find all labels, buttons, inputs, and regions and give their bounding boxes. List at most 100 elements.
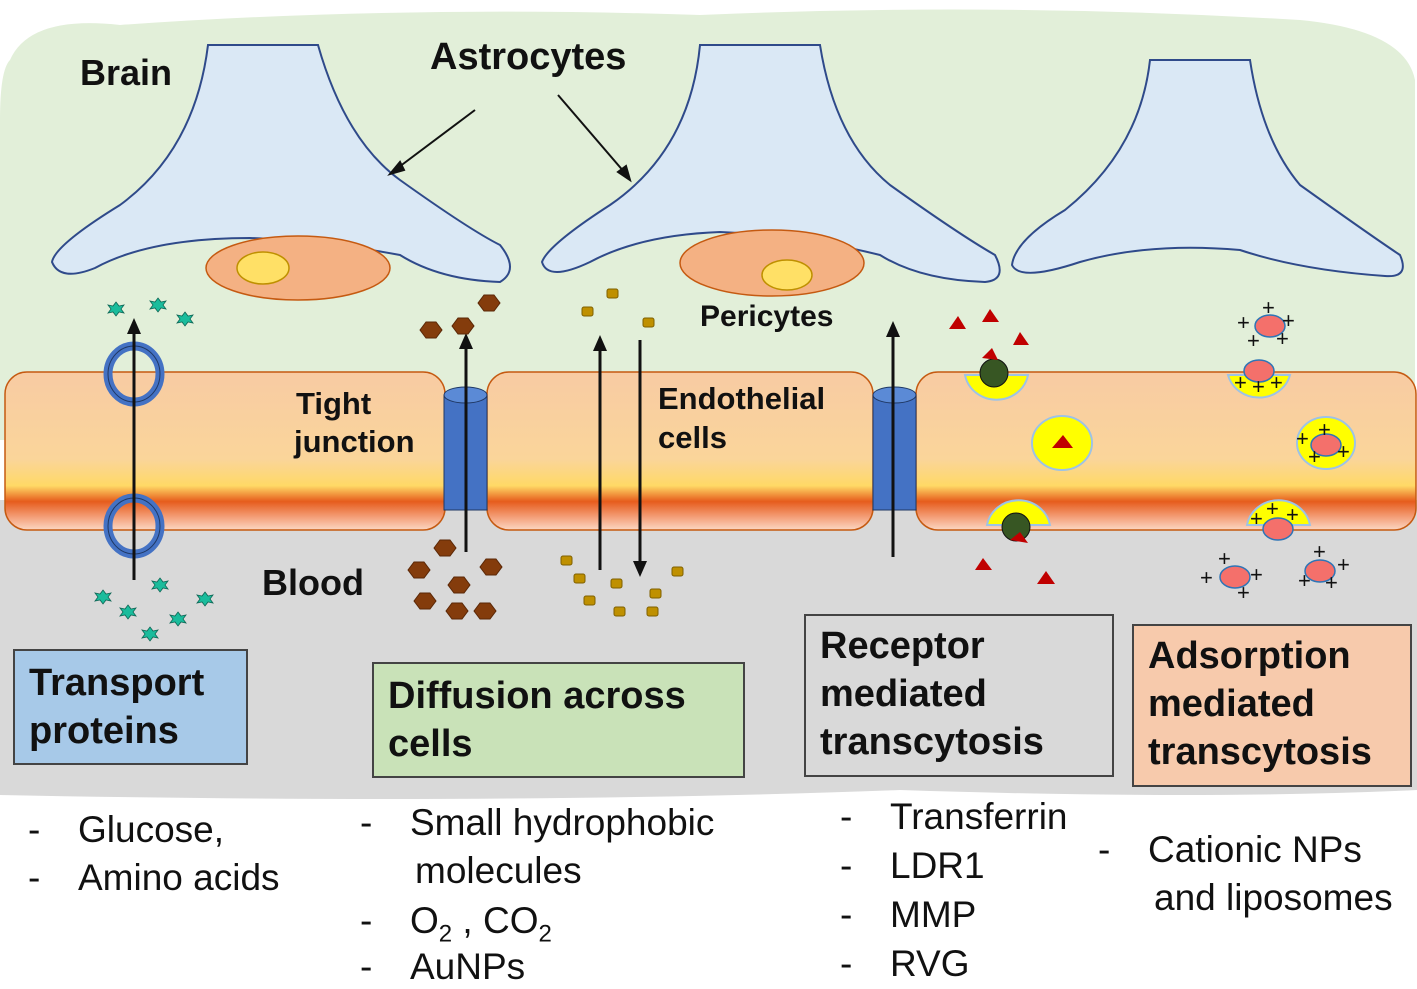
- example-item: - LDR1: [840, 842, 1100, 892]
- example-item: - MMP: [840, 891, 1100, 941]
- svg-text:+: +: [1237, 310, 1250, 335]
- bullet-dash: -: [360, 946, 373, 984]
- svg-text:+: +: [1200, 565, 1213, 590]
- svg-text:+: +: [1296, 426, 1309, 451]
- mechanism-title-line1: Diffusion across: [388, 675, 686, 717]
- svg-text:+: +: [1270, 370, 1283, 395]
- pericyte-1: [205, 235, 391, 301]
- cationic-np-1: +++ ++: [1237, 295, 1295, 353]
- example-item: - Amino acids: [28, 854, 328, 904]
- mechanism-title-line2: mediated: [820, 673, 987, 715]
- svg-text:+: +: [1266, 496, 1279, 521]
- svg-text:+: +: [1262, 295, 1275, 320]
- svg-text:+: +: [1337, 439, 1350, 464]
- mechanism-box-adsorption-mediated: Adsorption mediated transcytosis: [1132, 624, 1412, 787]
- mechanism-title-line2: cells: [388, 723, 473, 765]
- svg-text:+: +: [1318, 417, 1331, 442]
- transport-proteins-pathway: [94, 297, 214, 642]
- example-text: Amino acids: [78, 857, 280, 898]
- mechanism-title-line2: mediated: [1148, 683, 1315, 725]
- vesicle-middle: [1031, 415, 1093, 471]
- svg-text:+: +: [1337, 552, 1350, 577]
- example-text: and liposomes: [1154, 877, 1393, 918]
- astrocyte-pointer-arrows: [387, 94, 632, 183]
- hydrophobic-particles: [407, 294, 503, 620]
- cationic-np-3: +++ +: [1296, 416, 1356, 470]
- pericyte-2: [679, 229, 865, 297]
- example-text: RVG: [890, 943, 970, 984]
- bullet-dash: -: [840, 894, 853, 935]
- astrocytes-label: Astrocytes: [430, 36, 627, 78]
- svg-text:+: +: [1252, 374, 1265, 399]
- example-text: Small hydrophobic: [410, 802, 715, 843]
- endothelial-label-line1: Endothelial: [658, 381, 826, 416]
- svg-text:+: +: [1325, 570, 1338, 595]
- ligands: [949, 309, 1055, 584]
- bullet-dash: -: [360, 802, 373, 843]
- bullet-dash: -: [360, 900, 373, 941]
- example-text: LDR1: [890, 845, 985, 886]
- svg-text:+: +: [1313, 539, 1326, 564]
- brain-label: Brain: [80, 52, 173, 93]
- cationic-np-4: +++: [1245, 496, 1312, 541]
- glucose-particles: [94, 297, 214, 642]
- example-text: Glucose,: [78, 809, 225, 850]
- example-item-continued: and liposomes: [1098, 874, 1416, 924]
- svg-text:+: +: [1276, 326, 1289, 351]
- bullet-dash: -: [28, 857, 41, 898]
- mechanism-title-line1: Adsorption: [1148, 635, 1351, 677]
- example-text: Transferrin: [890, 796, 1068, 837]
- example-text: O2 , CO2: [410, 900, 552, 948]
- mechanism-title-line1: Transport: [29, 662, 205, 704]
- mechanism-box-transport-proteins: Transport proteins: [13, 649, 248, 765]
- bullet-dash: -: [28, 809, 41, 850]
- svg-text:+: +: [1286, 502, 1299, 527]
- cationic-np-6: +++ +: [1298, 539, 1350, 595]
- example-item: - Small hydrophobic: [360, 799, 780, 849]
- example-item: - Cationic NPs: [1098, 826, 1416, 876]
- example-item: - Glucose,: [28, 806, 328, 856]
- svg-text:+: +: [1234, 370, 1247, 395]
- endothelial-label-line2: cells: [658, 420, 727, 455]
- example-item: - O2 , CO2: [360, 897, 780, 947]
- mechanism-box-diffusion: Diffusion across cells: [372, 662, 745, 778]
- example-item: - AuNPs: [360, 943, 780, 984]
- bullet-dash: -: [840, 943, 853, 984]
- tight-junction-label-line2: junction: [294, 424, 415, 459]
- adsorption-mediated-pathway: +++ ++ +++ +++ + +++ +++ + +++ +: [1200, 295, 1356, 605]
- cationic-np-2: +++: [1226, 359, 1292, 399]
- svg-text:+: +: [1218, 546, 1231, 571]
- example-item: - RVG: [840, 940, 1100, 984]
- small-molecules: [560, 288, 684, 617]
- svg-text:+: +: [1237, 580, 1250, 605]
- receptor-mediated-pathway: [886, 309, 1093, 584]
- mechanism-title-line3: transcytosis: [820, 721, 1044, 763]
- svg-text:+: +: [1282, 308, 1295, 333]
- mechanism-box-receptor-mediated: Receptor mediated transcytosis: [804, 614, 1114, 777]
- vesicle-top: [963, 348, 1030, 401]
- svg-text:+: +: [1298, 568, 1311, 593]
- mechanism-title-line1: Receptor: [820, 625, 985, 667]
- pericytes-label: Pericytes: [700, 300, 834, 333]
- cationic-np-5: +++ +: [1200, 546, 1263, 605]
- diffusion-pathway: [407, 288, 684, 620]
- svg-text:+: +: [1250, 562, 1263, 587]
- example-item: - Transferrin: [840, 793, 1100, 843]
- svg-text:+: +: [1247, 328, 1260, 353]
- example-text: molecules: [415, 850, 582, 891]
- bullet-dash: -: [840, 796, 853, 837]
- mechanism-title-line2: proteins: [29, 710, 179, 752]
- bullet-dash: -: [840, 845, 853, 886]
- vesicle-bottom: [985, 499, 1052, 543]
- mechanism-title-line3: transcytosis: [1148, 731, 1372, 773]
- bullet-dash: -: [1098, 829, 1111, 870]
- blood-label: Blood: [262, 562, 364, 603]
- tight-junction-label-line1: Tight: [296, 386, 372, 421]
- svg-text:+: +: [1308, 444, 1321, 469]
- svg-text:+: +: [1250, 506, 1263, 531]
- example-text: MMP: [890, 894, 977, 935]
- example-item-continued: molecules: [360, 847, 780, 897]
- astrocyte-3: [1010, 59, 1404, 278]
